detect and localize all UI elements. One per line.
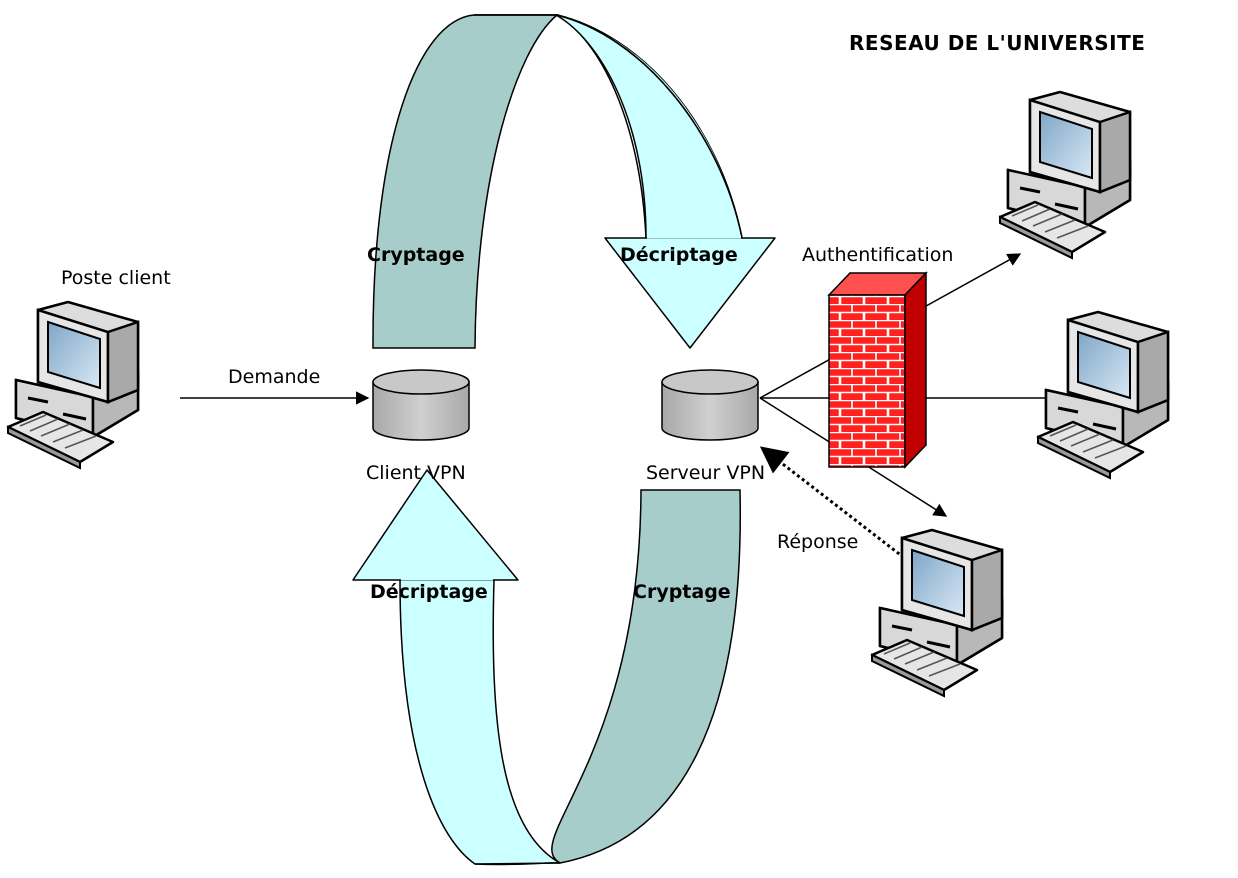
arrow-label-top-right: Décriptage	[620, 244, 738, 266]
top-encryption-loop	[372, 14, 776, 349]
response-label: Réponse	[777, 531, 858, 553]
arrow-label-bottom-left: Décriptage	[370, 581, 488, 603]
arrow-label-bottom-right: Cryptage	[633, 581, 731, 603]
server-vpn-database-icon	[661, 369, 759, 441]
request-label: Demande	[228, 366, 320, 388]
university-computer-3-icon	[870, 528, 1004, 698]
client-vpn-label: Client VPN	[366, 462, 466, 484]
university-computer-2-icon	[1036, 310, 1170, 480]
network-title: RESEAU DE L'UNIVERSITE	[849, 31, 1145, 55]
university-computer-1-icon	[998, 90, 1132, 260]
authentication-label: Authentification	[802, 244, 953, 266]
firewall-icon	[827, 271, 928, 469]
server-vpn-label: Serveur VPN	[646, 462, 765, 484]
arrow-label-top-left: Cryptage	[367, 244, 465, 266]
bottom-encryption-loop	[352, 469, 742, 866]
client-computer-icon	[6, 300, 140, 470]
client-workstation-label: Poste client	[61, 267, 171, 289]
client-vpn-database-icon	[372, 369, 470, 441]
